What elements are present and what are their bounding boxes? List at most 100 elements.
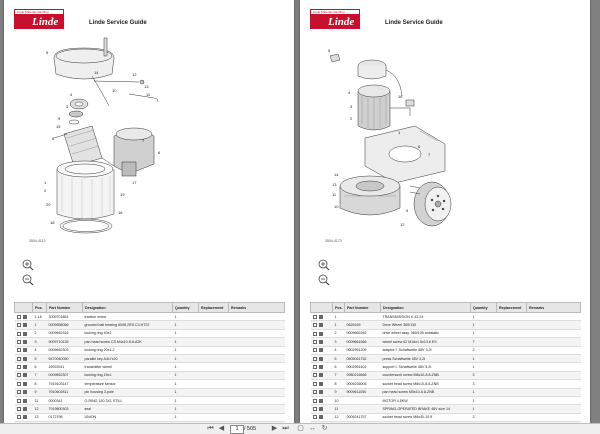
zoom-out-icon[interactable] — [22, 274, 34, 286]
picture-icon[interactable] — [22, 415, 27, 420]
picture-icon[interactable] — [22, 348, 27, 353]
picture-icon[interactable] — [22, 365, 27, 370]
viewer-toolbar: ⏮ ◀ 1 / 505 ▶ ⏭ ▢ ↔ ↻ — [0, 423, 600, 434]
picture-icon[interactable] — [318, 339, 323, 344]
picture-icon[interactable] — [318, 415, 323, 420]
picture-icon[interactable] — [318, 365, 323, 370]
picture-icon[interactable] — [22, 390, 27, 395]
page-title: Linde Service Guide — [89, 20, 147, 26]
document-icon[interactable] — [312, 398, 317, 403]
previous-page-icon[interactable]: ◀ — [218, 425, 225, 432]
picture-icon[interactable] — [318, 407, 323, 412]
document-icon[interactable] — [16, 373, 21, 378]
document-icon[interactable] — [16, 356, 21, 361]
document-icon[interactable] — [312, 407, 317, 412]
picture-icon[interactable] — [22, 331, 27, 336]
document-icon[interactable] — [16, 390, 21, 395]
zoom-in-icon[interactable] — [318, 259, 330, 271]
document-icon[interactable] — [16, 348, 21, 353]
document-icon[interactable] — [16, 381, 21, 386]
picture-icon[interactable] — [22, 407, 27, 412]
callout-label: 12 — [132, 72, 137, 77]
document-icon[interactable] — [312, 373, 317, 378]
rotate-icon[interactable]: ↻ — [321, 425, 328, 432]
picture-icon[interactable] — [22, 398, 27, 403]
picture-icon[interactable] — [318, 398, 323, 403]
cell-quantity: 7 — [470, 337, 497, 347]
document-icon[interactable] — [312, 415, 317, 420]
document-icon[interactable] — [312, 339, 317, 344]
zoom-out-icon[interactable] — [318, 274, 330, 286]
fit-width-icon[interactable]: ↔ — [309, 425, 316, 432]
picture-icon[interactable] — [318, 356, 323, 361]
document-icon[interactable] — [16, 398, 21, 403]
table-row[interactable]: 147919410021rotovit1 — [14, 421, 285, 423]
picture-icon[interactable] — [22, 314, 27, 319]
document-icon[interactable] — [312, 348, 317, 353]
picture-icon[interactable] — [318, 381, 323, 386]
picture-icon[interactable] — [22, 323, 27, 328]
document-icon[interactable] — [16, 415, 21, 420]
picture-icon[interactable] — [318, 323, 323, 328]
last-page-icon[interactable]: ⏭ — [282, 425, 289, 432]
zoom-in-icon[interactable] — [22, 259, 34, 271]
picture-icon[interactable] — [22, 339, 27, 344]
document-icon[interactable] — [16, 407, 21, 412]
fit-page-icon[interactable]: ▢ — [297, 425, 304, 432]
document-icon[interactable] — [16, 331, 21, 336]
document-icon[interactable] — [16, 323, 21, 328]
page-number-input[interactable]: 1 — [230, 425, 244, 434]
document-icon[interactable] — [312, 365, 317, 370]
brand-wordmark: Linde — [32, 16, 59, 28]
next-page-icon[interactable]: ▶ — [271, 425, 278, 432]
picture-icon[interactable] — [318, 390, 323, 395]
picture-icon[interactable] — [318, 314, 323, 319]
picture-icon[interactable] — [22, 381, 27, 386]
document-icon[interactable] — [16, 365, 21, 370]
document-icon[interactable] — [16, 339, 21, 344]
picture-icon[interactable] — [318, 348, 323, 353]
row-icons — [14, 312, 33, 322]
picture-icon[interactable] — [22, 356, 27, 361]
table-row[interactable]: 139009611155hexagon head screw M8x20-8.8… — [310, 421, 581, 423]
document-icon[interactable] — [312, 323, 317, 328]
callout-label: 17 — [132, 180, 137, 185]
picture-icon[interactable] — [22, 373, 27, 378]
document-icon[interactable] — [312, 314, 317, 319]
cell-remarks — [526, 396, 581, 406]
document-icon[interactable] — [16, 314, 21, 319]
document-icon[interactable] — [312, 390, 317, 395]
document-icon[interactable] — [312, 331, 317, 336]
document-icon[interactable] — [312, 356, 317, 361]
first-page-icon[interactable]: ⏮ — [207, 425, 214, 432]
picture-icon[interactable] — [318, 373, 323, 378]
document-icon[interactable] — [312, 381, 317, 386]
picture-icon[interactable] — [318, 331, 323, 336]
